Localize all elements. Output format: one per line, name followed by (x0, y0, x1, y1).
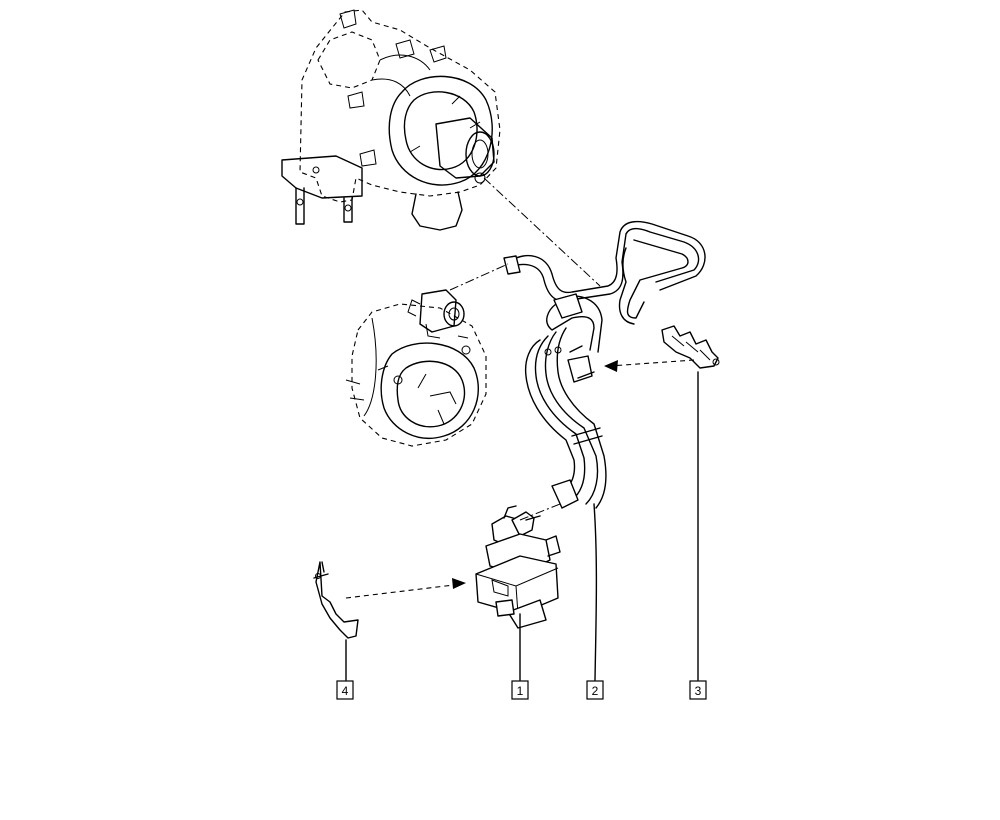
callout-4: 4 (336, 680, 354, 700)
callout-4-label: 4 (342, 684, 349, 698)
hose-assembly-drawing (503, 220, 706, 509)
callout-1: 1 (511, 680, 529, 700)
turbocharger-drawing (281, 9, 501, 231)
callout-2: 2 (586, 680, 604, 700)
assembly-arrows (452, 360, 618, 589)
callout-3: 3 (689, 680, 707, 700)
assembly-guide-lines (345, 177, 699, 681)
callout-2-label: 2 (592, 684, 599, 698)
callout-3-label: 3 (695, 684, 702, 698)
vacuum-pump-drawing (345, 289, 487, 447)
solenoid-valve-drawing (475, 505, 561, 629)
bracket-drawing (313, 561, 359, 639)
callout-1-label: 1 (517, 684, 524, 698)
clip-drawing (661, 325, 720, 369)
